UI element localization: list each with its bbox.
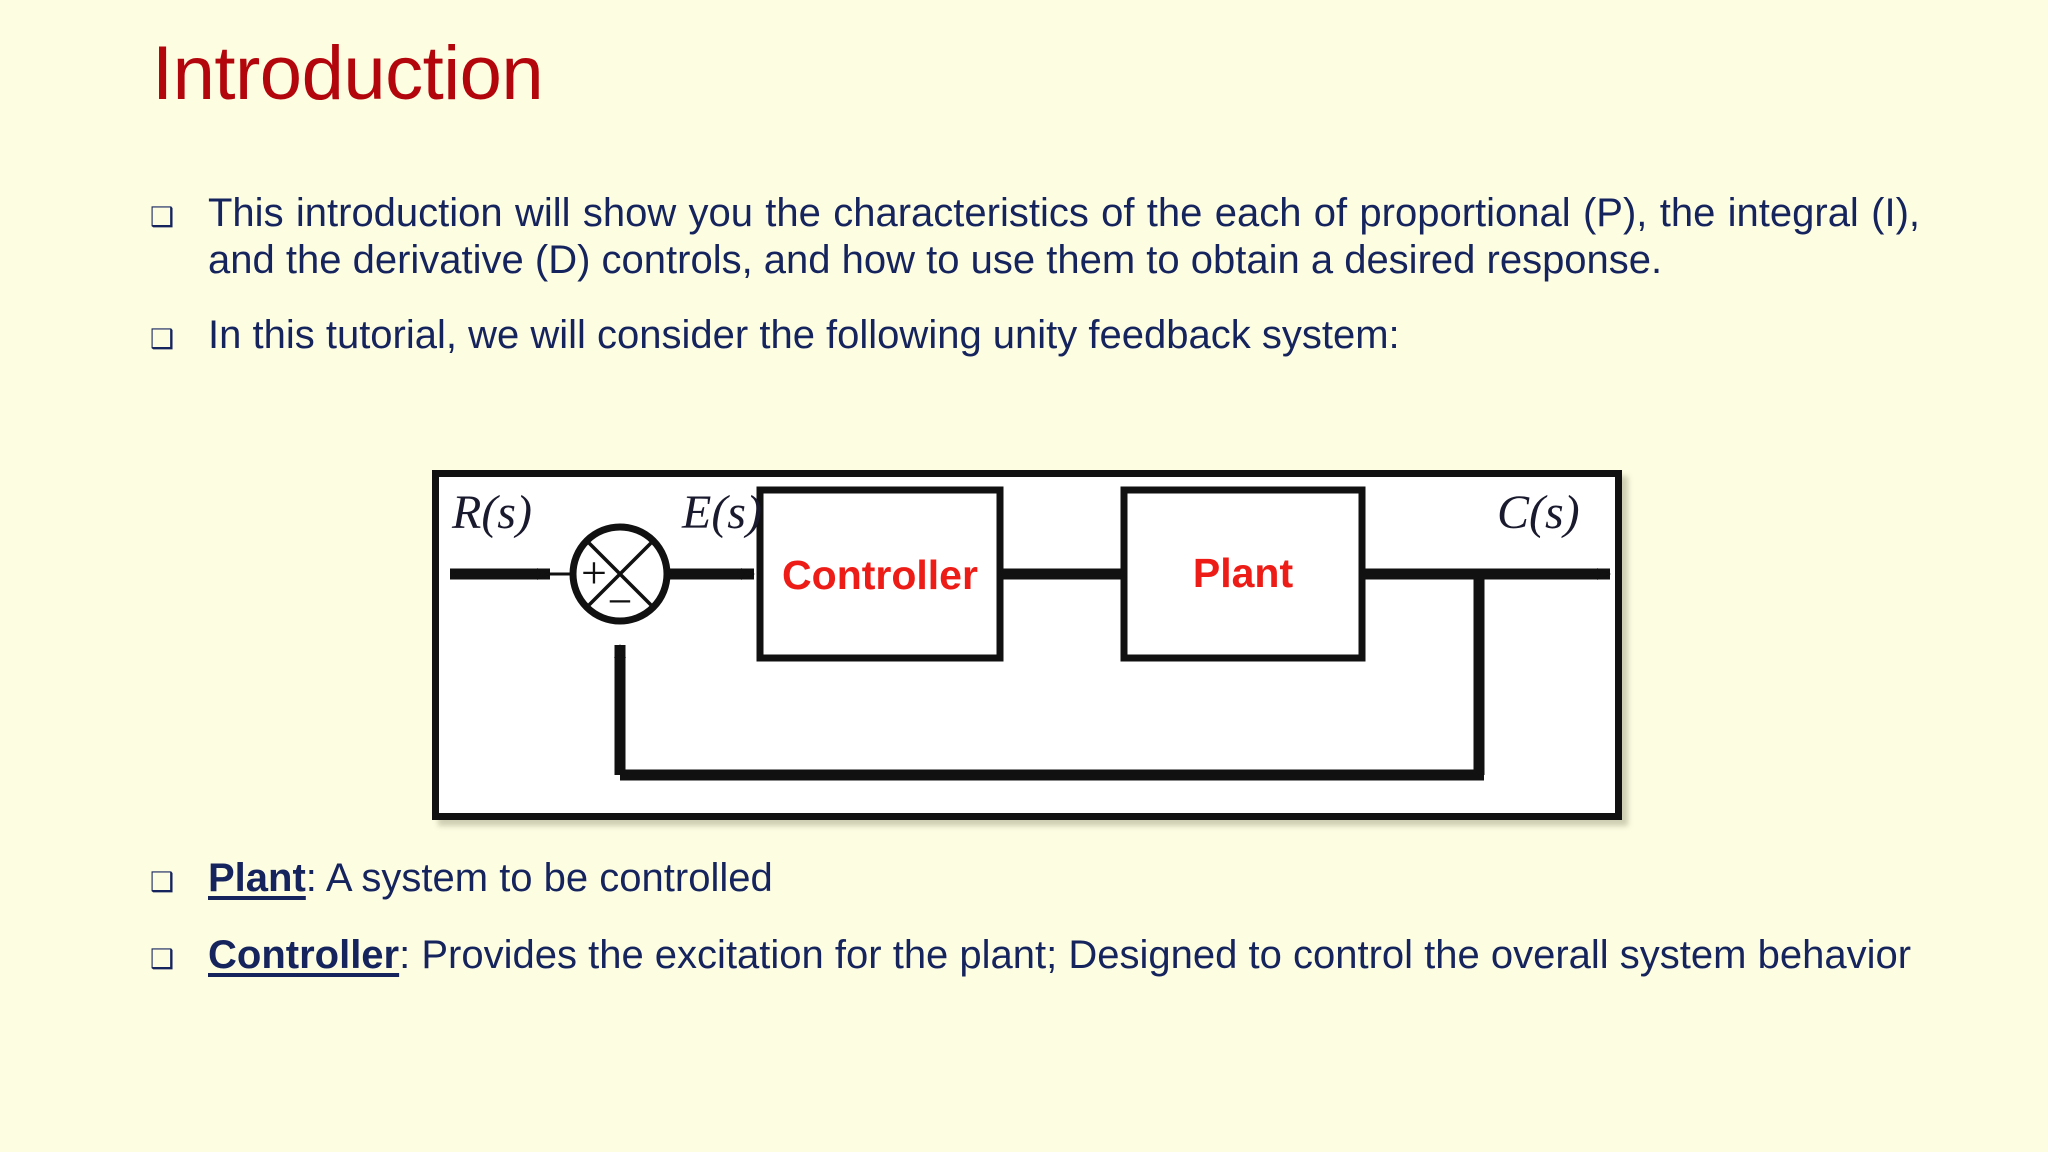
feedback-path: [614, 574, 1485, 781]
bullet-square-icon: ❑: [150, 202, 175, 233]
bullet-item-controller: ❑ Controller: Provides the excitation fo…: [150, 932, 1920, 979]
summing-plus-sign: +: [581, 547, 607, 598]
slide-body: ❑ This introduction will show you the ch…: [150, 190, 1920, 360]
input-signal-label: R(s): [451, 486, 532, 539]
feedback-system-diagram: R(s) E(s) C(s) + − Controller Plant: [432, 470, 1622, 820]
bullet-item-plant: ❑ Plant: A system to be controlled: [150, 855, 1920, 902]
output-signal-label: C(s): [1497, 486, 1580, 539]
plant-block-label: Plant: [1193, 550, 1294, 596]
bullet-square-icon: ❑: [150, 324, 175, 356]
bullet-square-icon: ❑: [150, 867, 175, 898]
diagram-canvas: R(s) E(s) C(s) + − Controller Plant: [450, 486, 1611, 781]
page-title: Introduction: [152, 31, 544, 116]
bullet-text-plant: Plant: A system to be controlled: [208, 855, 1920, 902]
bullet-spacer: [150, 902, 1920, 932]
term-controller: Controller: [208, 933, 400, 978]
bullet-item-intro: ❑ This introduction will show you the ch…: [150, 190, 1920, 284]
term-plant-description: : A system to be controlled: [305, 856, 773, 900]
error-signal-label: E(s): [681, 486, 762, 539]
term-plant: Plant: [208, 856, 306, 900]
controller-block: [756, 486, 1004, 662]
term-controller-description: : Provides the excitation for the plant;…: [399, 933, 1912, 978]
bullet-text-tutorial: In this tutorial, we will consider the f…: [208, 313, 1400, 358]
plant-block: [1120, 486, 1366, 662]
summing-junction: [569, 523, 671, 625]
bullet-square-icon: ❑: [150, 944, 175, 976]
bullet-spacer: [150, 284, 1920, 312]
summing-minus-sign: −: [608, 577, 633, 626]
bullet-item-tutorial: ❑ In this tutorial, we will consider the…: [150, 312, 1920, 359]
controller-block-label: Controller: [782, 552, 978, 598]
slide-body-lower: ❑ Plant: A system to be controlled ❑ Con…: [150, 855, 1920, 979]
bullet-text-controller: Controller: Provides the excitation for …: [208, 932, 1920, 979]
bullet-text-intro: This introduction will show you the char…: [208, 191, 1920, 283]
